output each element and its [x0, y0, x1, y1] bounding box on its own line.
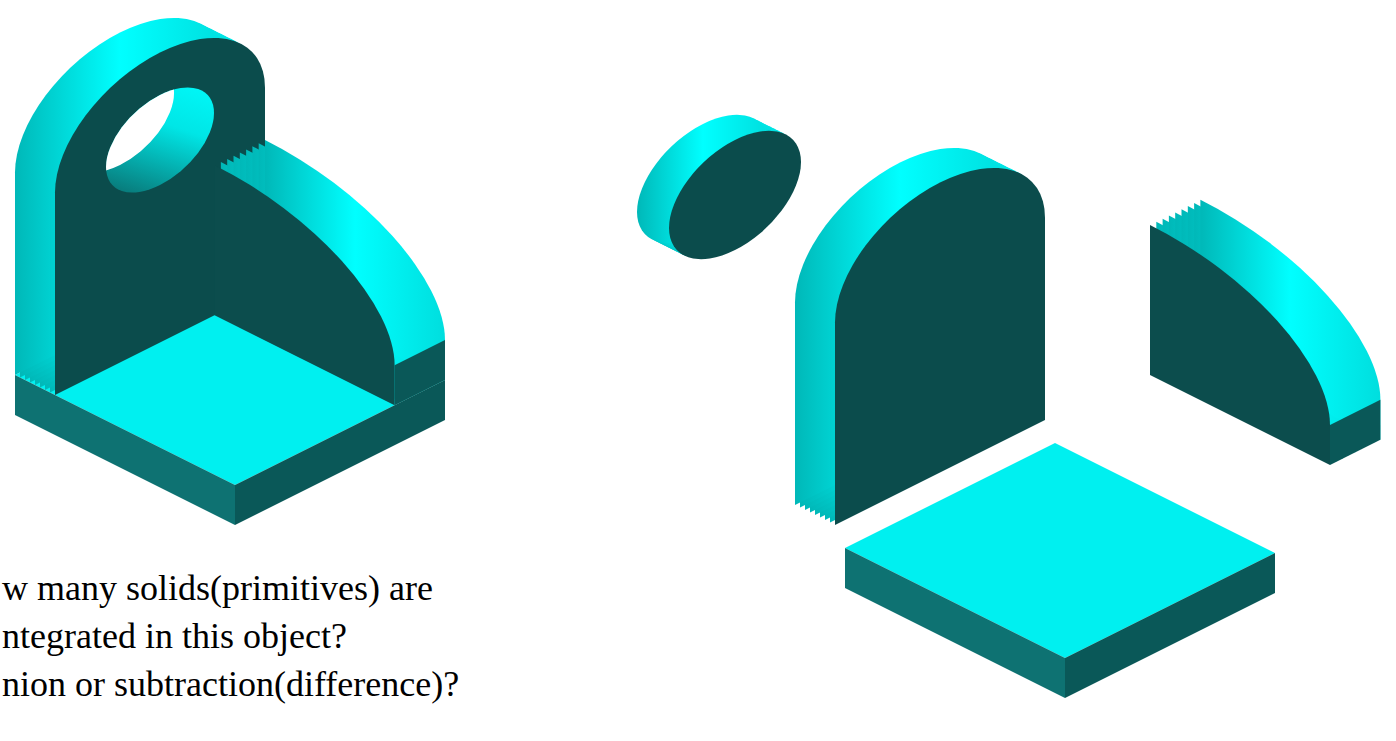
quarter-block-end: [1330, 400, 1380, 465]
question-text: ntegrated in this object?: [2, 614, 642, 658]
exploded-primitives: [637, 91, 1380, 698]
base-plate-top: [845, 443, 1275, 658]
cylinder-face: [669, 107, 801, 283]
base-front-face: [235, 380, 445, 525]
base-plate-front: [1065, 553, 1275, 698]
quarter-block-side: [1150, 225, 1330, 465]
base-left-face: [15, 375, 235, 525]
assembled-part: [15, 0, 445, 525]
block-side-face: [215, 165, 395, 405]
question-text: w many solids(primitives) are: [2, 566, 642, 610]
base-plate-left: [845, 548, 1065, 698]
hole-opening: [66, 48, 174, 192]
question-text: nion or subtraction(difference)?: [2, 662, 642, 706]
